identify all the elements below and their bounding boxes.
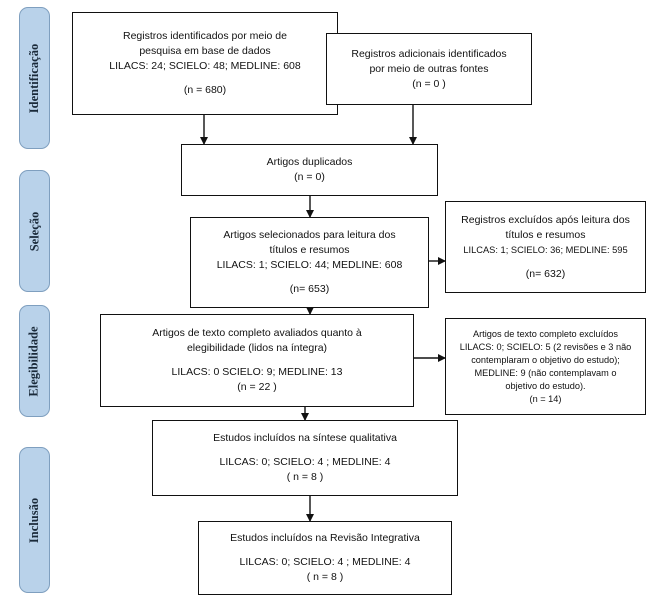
identified-database-count: (n = 680): [183, 84, 227, 96]
box-screened: Artigos selecionados para leitura dos tí…: [190, 217, 429, 308]
excluded-screening-line1: Registros excluídos após leitura dos: [461, 213, 630, 226]
identified-other-line2: por meio de outras fontes: [369, 62, 489, 75]
excluded-screening-line3: LILCAS: 1; SCIELO: 36; MEDLINE: 595: [463, 244, 628, 255]
phase-identification: Identificação: [19, 7, 50, 149]
fulltext-excluded-line5: objetivo do estudo).: [505, 380, 586, 391]
phase-eligibility: Elegibilidade: [19, 305, 50, 417]
phase-selection: Seleção: [19, 170, 50, 292]
box-excluded-screening: Registros excluídos após leitura dos tít…: [445, 201, 646, 293]
fulltext-assessed-line1: Artigos de texto completo avaliados quan…: [152, 327, 362, 339]
fulltext-excluded-line4: MEDLINE: 9 (não contemplavam o: [474, 367, 617, 378]
screened-count: (n= 653): [289, 283, 330, 295]
box-identified-database: Registros identificados por meio de pesq…: [72, 12, 338, 115]
integrative-line2: LILCAS: 0; SCIELO: 4 ; MEDLINE: 4: [239, 556, 411, 568]
identified-other-count: (n = 0 ): [412, 77, 446, 90]
screened-line2: títulos e resumos: [269, 244, 350, 256]
identified-database-line2: pesquisa em base de dados: [139, 45, 271, 57]
box-fulltext-assessed: Artigos de texto completo avaliados quan…: [100, 314, 414, 407]
fulltext-excluded-line3: contemplaram o objetivo do estudo);: [471, 354, 620, 365]
fulltext-excluded-line1: Artigos de texto completo excluídos: [472, 328, 619, 339]
identified-database-line1: Registros identificados por meio de: [122, 30, 287, 42]
box-duplicates: Artigos duplicados (n = 0): [181, 144, 438, 196]
identified-other-line1: Registros adicionais identificados: [351, 47, 507, 60]
excluded-screening-line2: títulos e resumos: [505, 228, 586, 241]
qualitative-line1: Estudos incluídos na síntese qualitativa: [213, 432, 397, 444]
screened-line3: LILACS: 1; SCIELO: 44; MEDLINE: 608: [216, 259, 403, 271]
fulltext-excluded-count: (n = 14): [529, 393, 562, 404]
duplicates-line1: Artigos duplicados: [266, 156, 353, 168]
fulltext-assessed-count: (n = 22 ): [237, 381, 277, 393]
fulltext-assessed-line2: elegibilidade (lidos na íntegra): [186, 342, 328, 354]
box-identified-other: Registros adicionais identificados por m…: [326, 33, 532, 105]
box-qualitative: Estudos incluídos na síntese qualitativa…: [152, 420, 458, 496]
screened-line1: Artigos selecionados para leitura dos: [223, 229, 396, 241]
excluded-screening-count: (n= 632): [525, 267, 566, 280]
box-fulltext-excluded: Artigos de texto completo excluídos LILA…: [445, 318, 646, 415]
qualitative-line2: LILCAS: 0; SCIELO: 4 ; MEDLINE: 4: [219, 456, 391, 468]
fulltext-assessed-line3: LILACS: 0 SCIELO: 9; MEDLINE: 13: [171, 366, 343, 378]
qualitative-count: ( n = 8 ): [286, 471, 324, 483]
duplicates-count: (n = 0): [294, 171, 325, 183]
identified-database-line3: LILACS: 24; SCIELO: 48; MEDLINE: 608: [109, 60, 301, 72]
fulltext-excluded-line2: LILACS: 0; SCIELO: 5 (2 revisões e 3 não: [459, 341, 632, 352]
phase-inclusion: Inclusão: [19, 447, 50, 593]
integrative-line1: Estudos incluídos na Revisão Integrativa: [230, 532, 420, 544]
box-integrative: Estudos incluídos na Revisão Integrativa…: [198, 521, 452, 595]
integrative-count: ( n = 8 ): [306, 571, 344, 583]
